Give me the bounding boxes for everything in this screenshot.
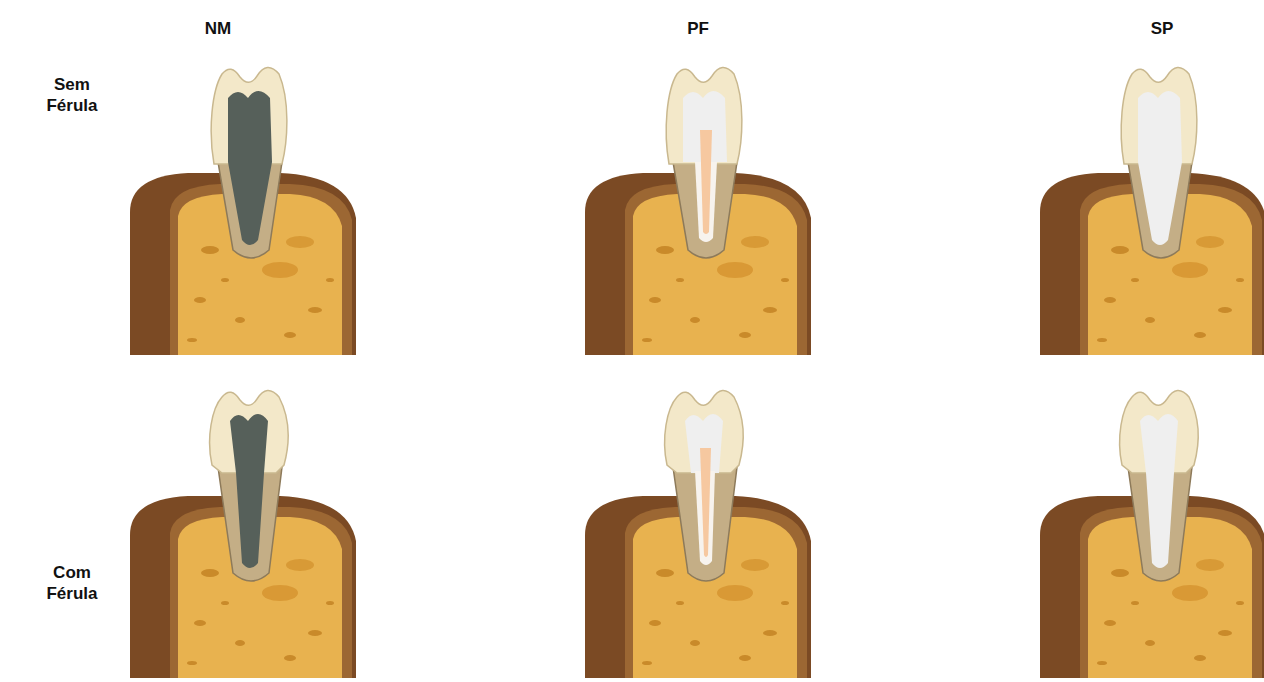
tooth-model (585, 390, 811, 678)
tooth-model (1040, 67, 1264, 355)
row-label: Com Férula (36, 562, 108, 605)
tooth-model (130, 67, 356, 355)
row-label: Sem Férula (36, 74, 108, 117)
tooth-model (585, 67, 811, 355)
tooth-model (1040, 390, 1264, 678)
column-header: PF (638, 18, 758, 39)
column-header: SP (1102, 18, 1222, 39)
tooth-model (130, 390, 356, 678)
column-header: NM (158, 18, 278, 39)
